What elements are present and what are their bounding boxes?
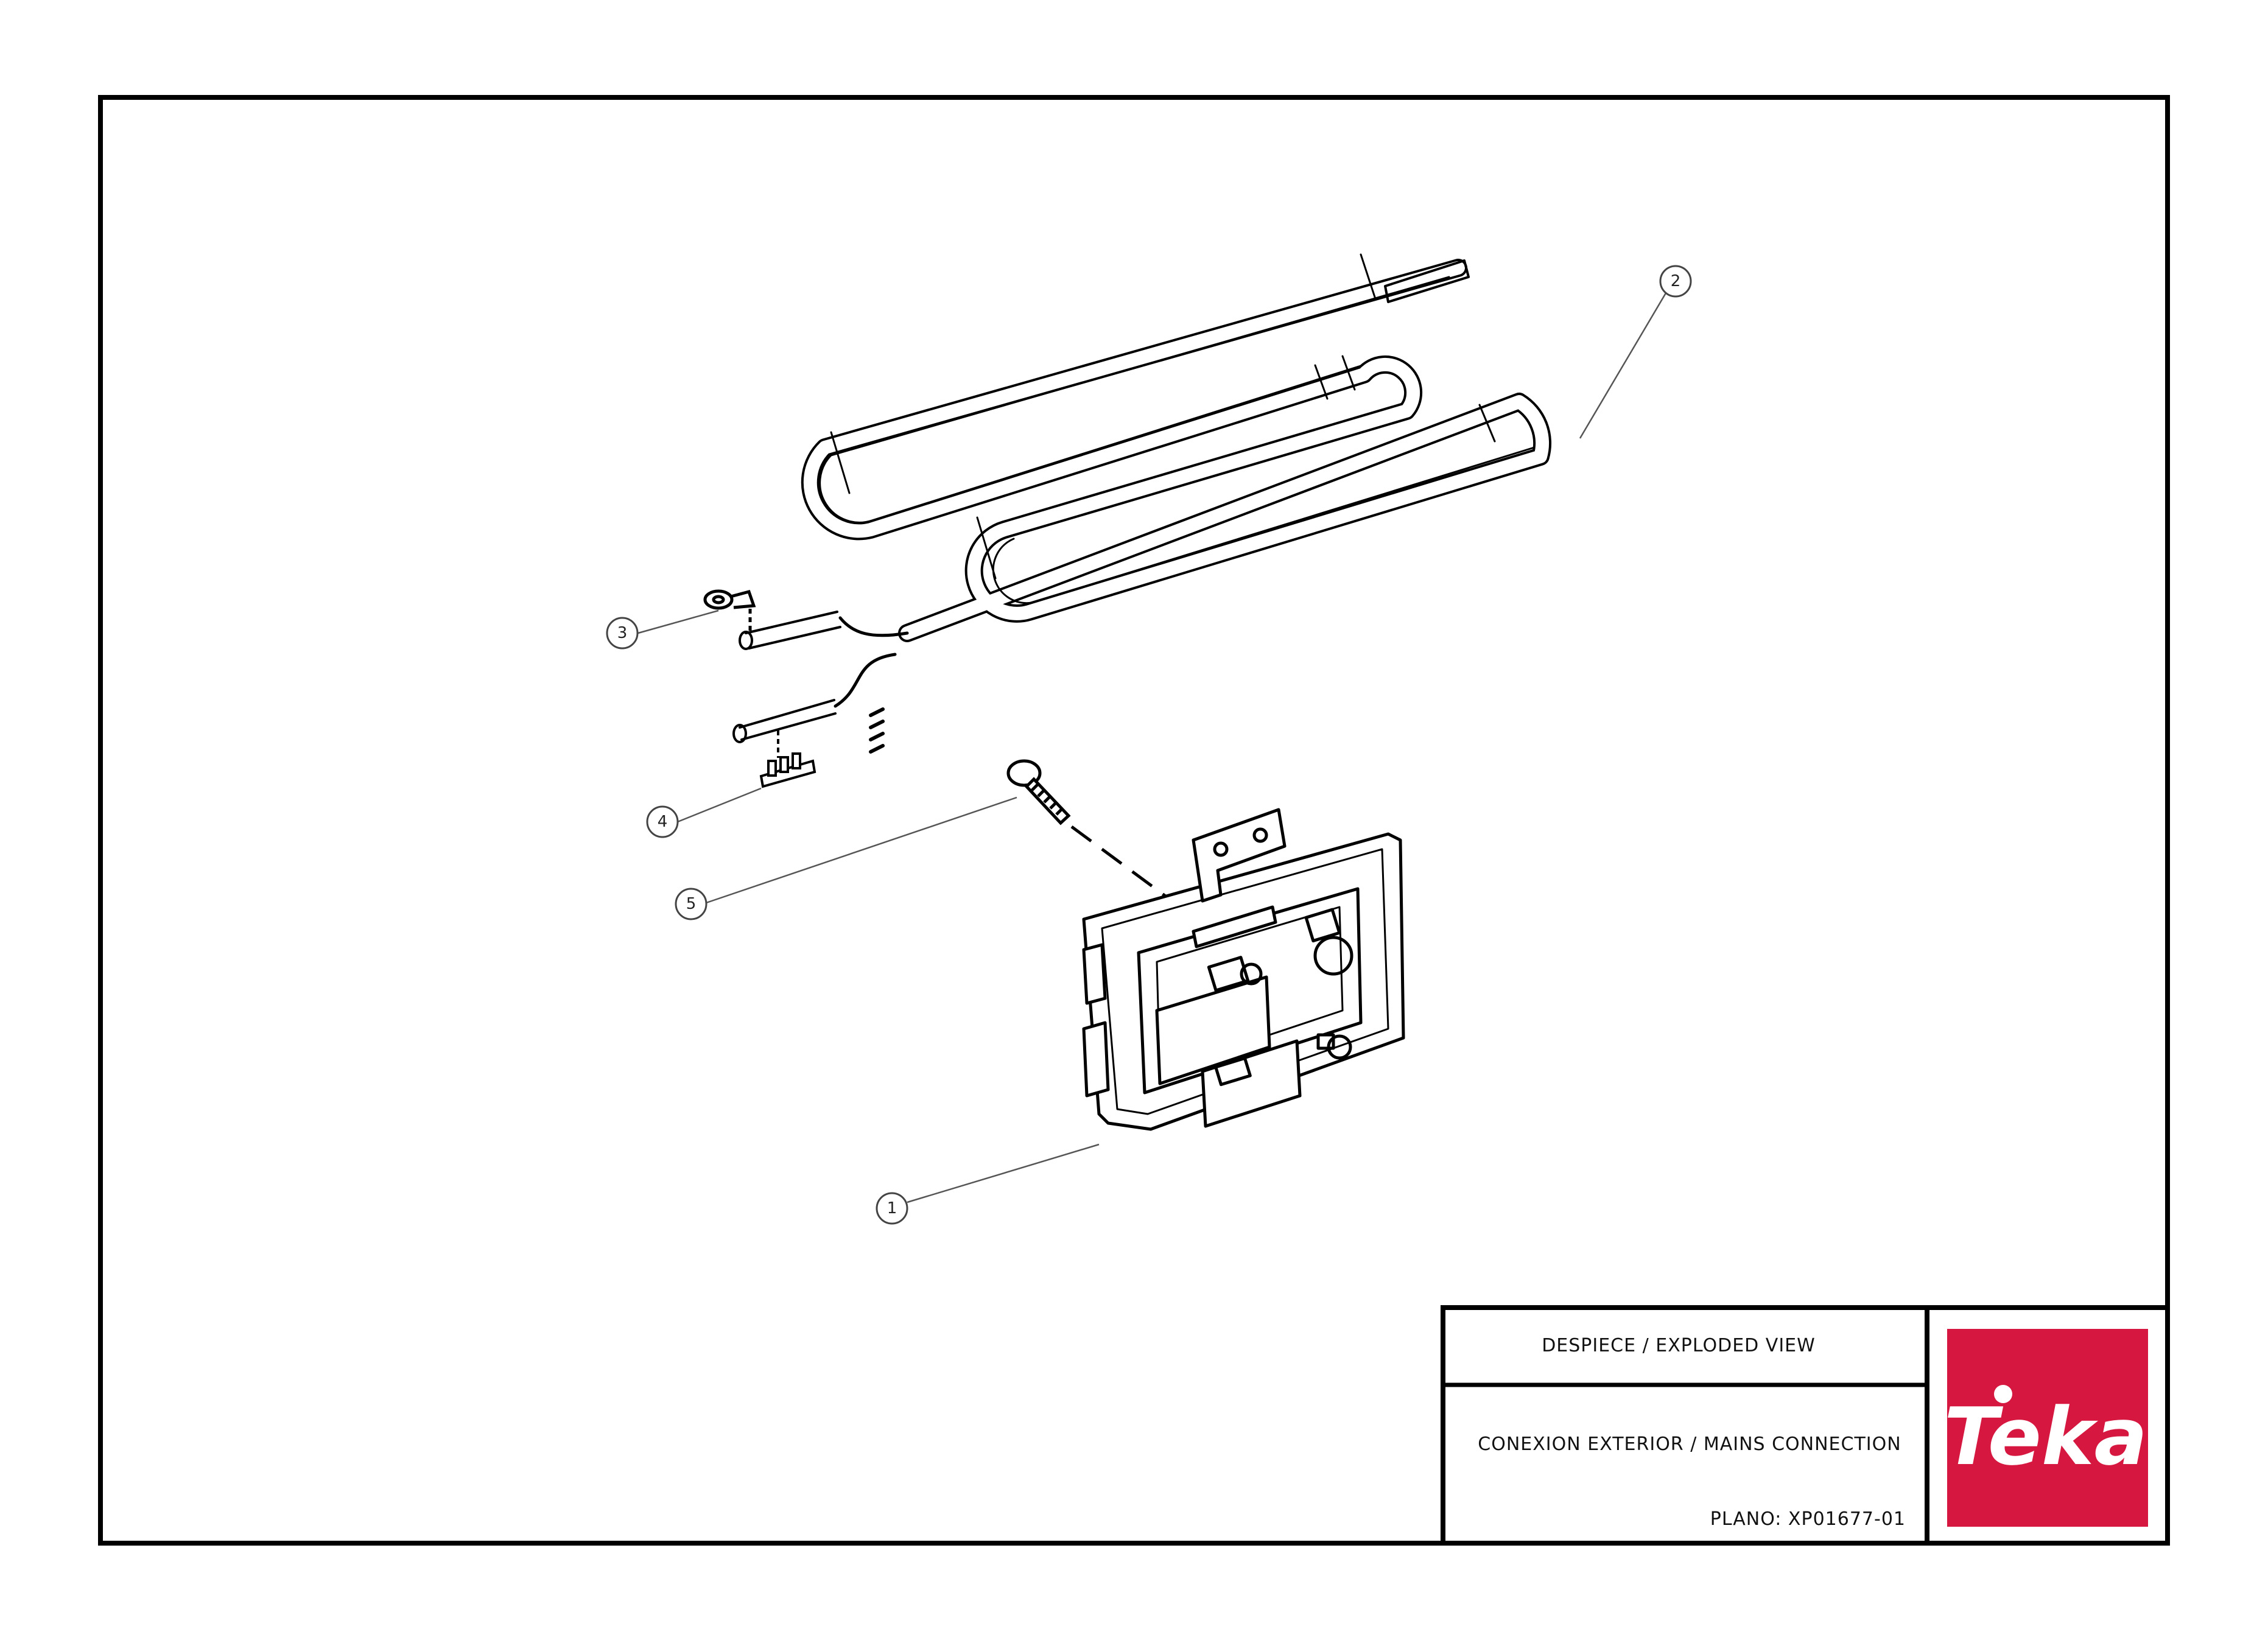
callout-4: 4 <box>646 805 679 838</box>
assembly-title: CONEXION EXTERIOR / MAINS CONNECTION <box>1478 1434 1901 1455</box>
svg-text:3: 3 <box>617 624 628 642</box>
svg-text:2: 2 <box>1671 272 1681 290</box>
leader-lines <box>637 290 1668 1203</box>
view-title: DESPIECE / EXPLODED VIEW <box>1542 1335 1816 1356</box>
ring-terminal-icon <box>703 589 756 633</box>
mains-connector-block-icon <box>1082 808 1405 1131</box>
callout-5: 5 <box>675 888 707 920</box>
title-block: DESPIECE / EXPLODED VIEW CONEXION EXTERI… <box>1441 1305 2170 1546</box>
drawing-frame <box>98 95 2170 1546</box>
screw-icon <box>1006 759 1173 903</box>
plan-number: PLANO: XP01677-01 <box>1710 1508 1906 1530</box>
cable-clip-icon <box>759 730 816 788</box>
svg-text:4: 4 <box>658 813 668 831</box>
svg-text:1: 1 <box>887 1199 897 1217</box>
callout-2: 2 <box>1659 265 1692 298</box>
heating-element-icon <box>732 253 1552 754</box>
callout-1: 1 <box>876 1192 908 1225</box>
svg-text:Teka: Teka <box>1944 1390 2147 1483</box>
callout-3: 3 <box>606 617 639 650</box>
teka-logo: Teka <box>1944 1329 2148 1527</box>
svg-text:5: 5 <box>686 895 697 913</box>
